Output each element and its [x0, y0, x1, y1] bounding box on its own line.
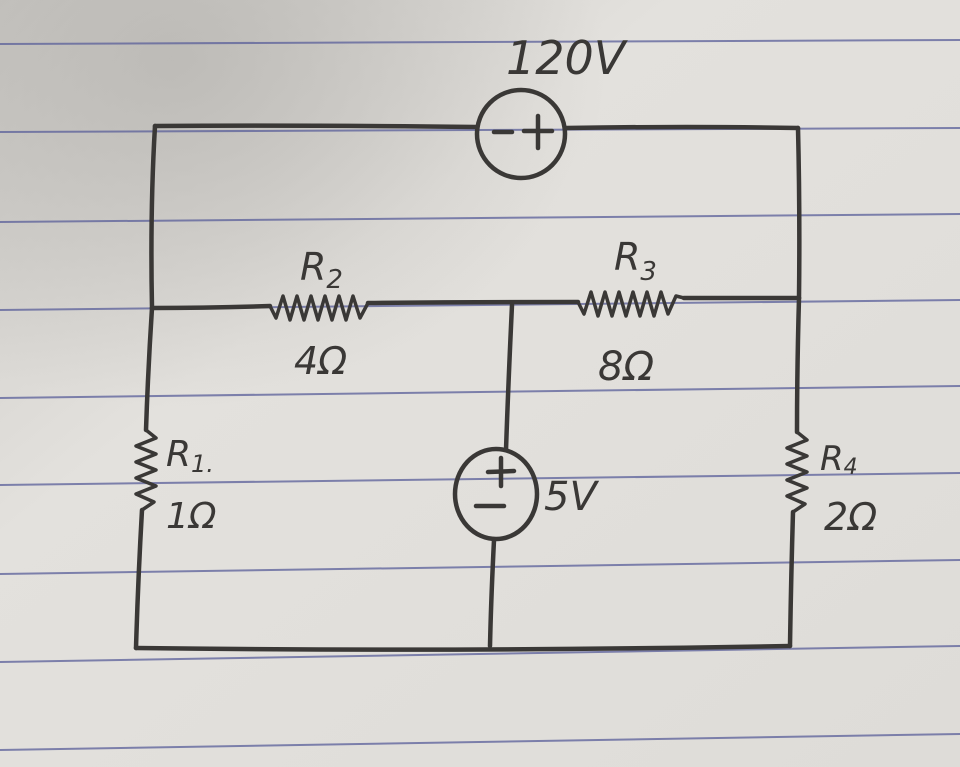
source-circle [474, 87, 568, 181]
wire-center-upper [503, 302, 515, 453]
wires [133, 123, 802, 652]
resistor-r1-name: R1. [166, 434, 214, 478]
wire-bottom [133, 643, 793, 652]
resistor-r2-value: 4Ω [294, 339, 347, 383]
rule-line [0, 733, 960, 751]
resistor-zigzag-icon [785, 430, 809, 514]
rule-line [0, 645, 960, 663]
source-circle [452, 446, 540, 542]
rule-line [0, 385, 960, 399]
resistor-r3-value: 8Ω [598, 344, 654, 390]
wire-top-left [152, 123, 479, 130]
resistor-r3: R3 8Ω [576, 235, 686, 390]
resistor-r1: R1. 1Ω [134, 428, 217, 537]
source-5v-label: 5V [544, 474, 599, 520]
resistor-r4-name: R4 [820, 439, 858, 480]
wire-right-to-r4 [794, 295, 802, 435]
resistor-zigzag-icon [268, 294, 370, 322]
wire-mid-center [365, 299, 581, 306]
resistor-r2-name: R2 [300, 245, 343, 295]
wire-mid-left [149, 303, 273, 311]
wire-left-to-r1 [143, 305, 155, 433]
wire-left-upper [149, 123, 158, 311]
source-120v-label: 120V [506, 31, 629, 85]
resistor-r3-name: R3 [614, 235, 657, 287]
resistor-r1-value: 1Ω [166, 496, 217, 537]
rule-line [0, 559, 960, 575]
resistor-r4: R4 2Ω [785, 430, 877, 539]
rule-line [0, 39, 960, 45]
wire-right-lower [787, 509, 796, 649]
resistor-r4-value: 2Ω [824, 495, 877, 539]
resistor-zigzag-icon [134, 428, 158, 512]
voltage-source-120v: 120V [474, 31, 629, 181]
wire-left-lower [133, 507, 145, 651]
resistor-r2: R2 4Ω [268, 245, 370, 383]
wire-right-upper [795, 125, 802, 301]
voltage-source-5v: 5V [452, 446, 599, 542]
resistor-zigzag-icon [576, 290, 686, 318]
wire-top-right [563, 124, 801, 131]
wire-center-lower [487, 537, 497, 649]
